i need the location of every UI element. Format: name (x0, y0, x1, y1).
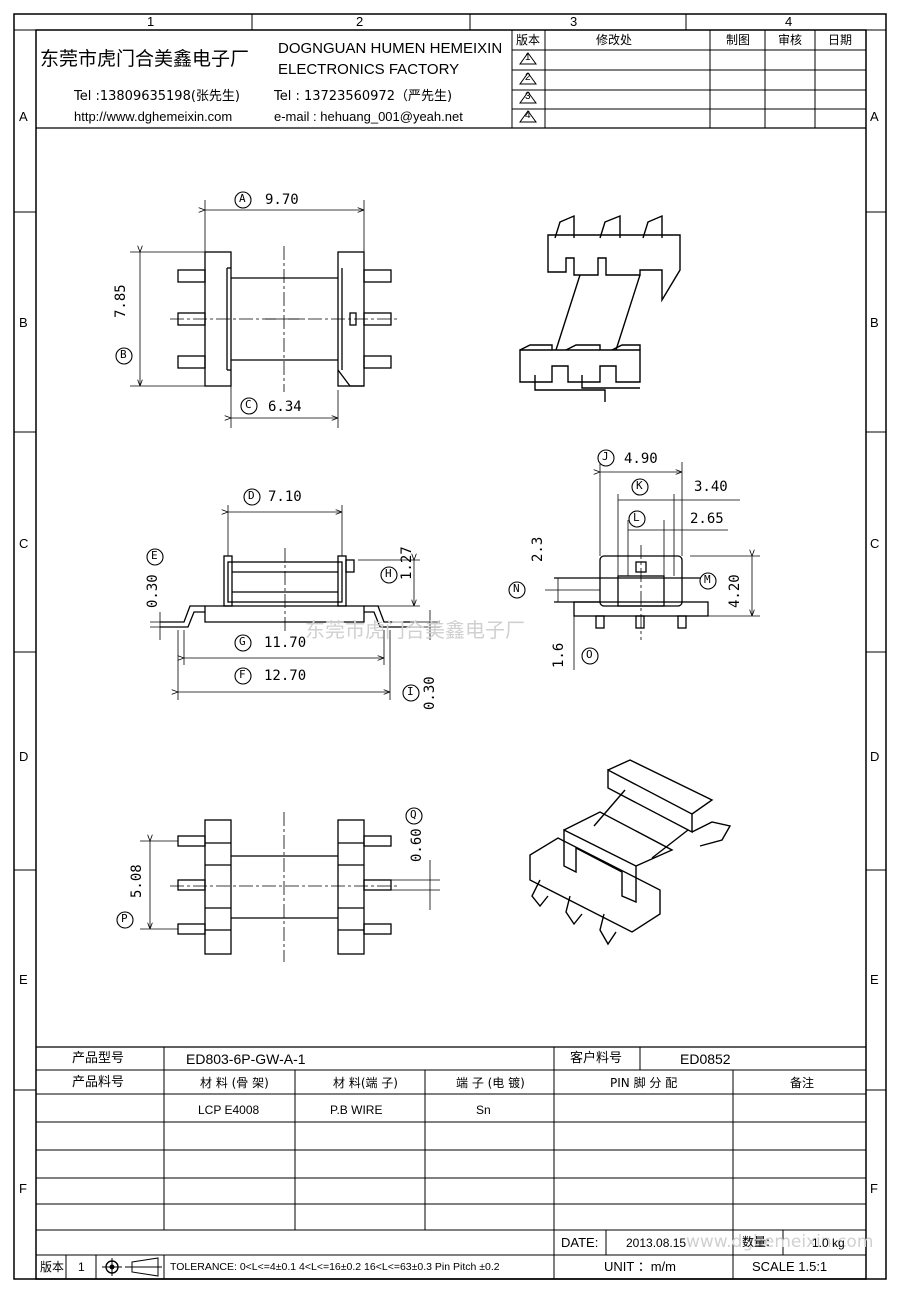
dim-m-value: 4.20 (727, 574, 743, 608)
tel-2: Tel : 13723560972（严先生) (274, 89, 453, 104)
zone-col-2: 2 (356, 14, 364, 29)
email[interactable]: e-mail : hehuang_001@yeah.net (274, 109, 463, 124)
zone-row-a-right: A (870, 109, 879, 124)
balloon-m: M (704, 573, 711, 586)
rev-header-version: 版本 (516, 33, 541, 47)
material-pin: P.B WIRE (330, 1103, 383, 1117)
zone-row-b-left: B (19, 315, 28, 330)
material-pin-label: 材 料(端 子) (333, 1076, 398, 1090)
tel-1: Tel :13809635198(张先生) (74, 89, 240, 104)
dim-p-value: 5.08 (129, 864, 145, 898)
remark-label: 备注 (790, 1076, 815, 1090)
dim-n-value: 2.3 (530, 536, 546, 562)
dim-f-value: 12.70 (264, 668, 307, 684)
scale-text: SCALE 1.5:1 (752, 1259, 828, 1274)
weight-value: 1.0 kg (812, 1236, 845, 1250)
balloon-j: J (602, 450, 609, 463)
isometric-view-top (519, 214, 681, 402)
balloon-b: B (120, 348, 127, 361)
dim-d-value: 7.10 (268, 489, 302, 505)
dim-h-value: 1.27 (399, 546, 415, 580)
zone-row-b-right: B (870, 315, 879, 330)
top-view (130, 200, 400, 428)
date-label: DATE: (561, 1235, 599, 1250)
rev-header-change: 修改处 (596, 33, 633, 47)
dim-o-value: 1.6 (551, 642, 567, 668)
balloon-g: G (239, 635, 246, 648)
website[interactable]: http://www.dghemeixin.com (74, 109, 233, 124)
balloon-n: N (513, 582, 520, 595)
dim-l-value: 2.65 (690, 511, 724, 527)
terminal-plating: Sn (476, 1103, 491, 1117)
zone-row-e-left: E (19, 972, 28, 987)
product-model-label: 产品型号 (72, 1051, 125, 1066)
side-view (545, 462, 760, 670)
rev-number-2: 2 (525, 72, 531, 83)
front-view (150, 505, 440, 700)
product-model: ED803-6P-GW-A-1 (186, 1051, 306, 1067)
dim-i-value: 0.30 (422, 676, 438, 710)
zone-row-d-left: D (19, 749, 29, 764)
balloon-o: O (586, 648, 593, 661)
company-name-en-line2: ELECTRONICS FACTORY (278, 61, 460, 78)
dim-c-value: 6.34 (268, 399, 302, 415)
dim-a-value: 9.70 (265, 192, 299, 208)
rev-number-4: 4 (525, 110, 531, 121)
customer-pn-label: 客户料号 (570, 1051, 623, 1066)
balloon-h: H (385, 567, 392, 580)
revision-label: 版本 (40, 1260, 65, 1274)
balloon-e: E (151, 549, 158, 562)
zone-row-c-right: C (870, 536, 880, 551)
zone-row-c-left: C (19, 536, 29, 551)
company-name-cn: 东莞市虎门合美鑫电子厂 (40, 48, 250, 70)
zone-col-3: 3 (570, 14, 578, 29)
balloon-i: I (407, 685, 414, 698)
pin-assign-label: PIN 脚 分 配 (610, 1076, 678, 1090)
revision-value: 1 (78, 1260, 85, 1274)
balloon-k: K (636, 479, 643, 492)
dim-b-value: 7.85 (113, 284, 129, 318)
rev-number-3: 3 (525, 91, 531, 102)
dim-g-value: 11.70 (264, 635, 307, 651)
weight-label: 数量: (742, 1235, 771, 1249)
rev-header-date: 日期 (828, 33, 853, 47)
balloon-p: P (121, 912, 128, 925)
customer-pn: ED0852 (680, 1051, 731, 1067)
balloon-a: A (239, 192, 246, 205)
balloon-q: Q (410, 808, 417, 821)
terminal-plating-label: 端 子 (电 镀) (456, 1076, 525, 1090)
zone-col-1: 1 (147, 14, 155, 29)
unit-text: UNIT ：m/m (604, 1259, 676, 1274)
dim-k-value: 3.40 (694, 479, 728, 495)
date-value: 2013.08.15 (626, 1236, 687, 1250)
dim-q-value: 0.60 (409, 828, 425, 862)
rev-header-drawn: 制图 (726, 33, 751, 47)
balloon-d: D (248, 489, 255, 502)
watermark-text: 东莞市虎门合美鑫电子厂 (305, 618, 525, 642)
zone-row-d-right: D (870, 749, 880, 764)
zone-row-f-right: F (870, 1181, 878, 1196)
company-name-en-line1: DOGNGUAN HUMEN HEMEIXIN (278, 40, 503, 57)
bottom-view (140, 812, 440, 962)
balloon-f: F (239, 668, 246, 681)
material-bobbin-label: 材 料 (骨 架) (200, 1076, 269, 1090)
zone-row-f-left: F (19, 1181, 27, 1196)
watermark-url: www.dghemeixin.com (686, 1232, 874, 1252)
isometric-view-bottom (529, 759, 732, 946)
balloon-l: L (633, 511, 640, 524)
zone-row-a-left: A (19, 109, 28, 124)
dim-e-value: 0.30 (145, 574, 161, 608)
tolerance-text: TOLERANCE: 0<L<=4±0.1 4<L<=16±0.2 16<L<=… (170, 1261, 500, 1273)
dim-j-value: 4.90 (624, 451, 658, 467)
material-bobbin: LCP E4008 (198, 1103, 260, 1117)
product-pn-label: 产品料号 (72, 1075, 125, 1090)
rev-number-1: 1 (525, 52, 531, 63)
zone-col-4: 4 (785, 14, 793, 29)
rev-header-checked: 审核 (778, 33, 803, 47)
zone-row-e-right: E (870, 972, 879, 987)
balloon-c: C (245, 398, 252, 411)
